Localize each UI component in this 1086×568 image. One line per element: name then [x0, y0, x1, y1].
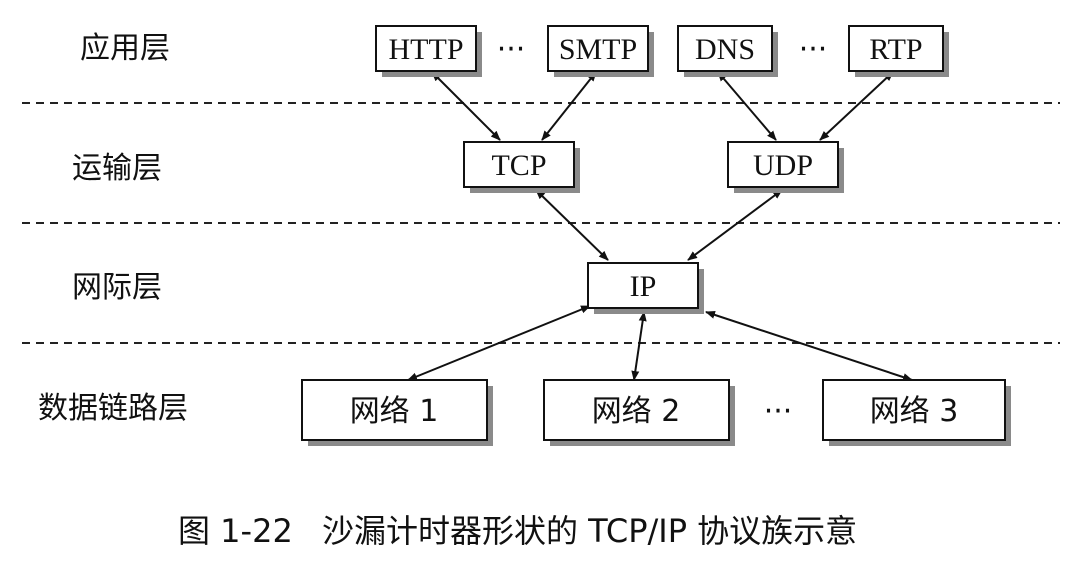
arrow-smtp-tcp [541, 71, 597, 141]
box-http-label: HTTP [389, 33, 464, 66]
layer-label-transport: 运输层 [72, 151, 162, 186]
box-ip: IP [587, 262, 704, 314]
box-network-1: 网络 1 [301, 379, 493, 446]
box-smtp-label: SMTP [559, 33, 637, 66]
box-rtp: RTP [848, 25, 949, 77]
arrow-tcp-ip [535, 189, 609, 261]
box-dns-label: DNS [695, 33, 755, 66]
box-tcp: TCP [463, 141, 580, 193]
box-tcp-label: TCP [491, 149, 546, 182]
protocol-arrows [407, 71, 913, 381]
layer-label-application: 应用层 [80, 31, 170, 66]
box-network-2-label: 网络 2 [592, 394, 681, 429]
box-smtp: SMTP [547, 25, 654, 77]
box-dns: DNS [677, 25, 778, 77]
box-rtp-label: RTP [869, 33, 922, 66]
box-network-3-label: 网络 3 [870, 394, 959, 429]
arrow-ip-net1 [407, 305, 591, 381]
arrow-dns-udp [717, 71, 777, 141]
figure-number: 图 1-22 [178, 512, 293, 550]
box-udp-label: UDP [753, 149, 813, 182]
figure-title: 沙漏计时器形状的 TCP/IP 协议族示意 [322, 512, 857, 550]
arrow-ip-net2 [631, 311, 647, 381]
arrow-http-tcp [431, 71, 501, 141]
box-network-2: 网络 2 [543, 379, 735, 446]
application-ellipsis-1: ··· [497, 32, 526, 67]
box-udp: UDP [727, 141, 844, 193]
arrow-rtp-udp [819, 71, 894, 141]
box-http: HTTP [375, 25, 482, 77]
box-ip-label: IP [630, 270, 657, 303]
layer-label-internet: 网际层 [72, 270, 162, 305]
network-ellipsis: ··· [764, 394, 793, 429]
arrow-ip-net3 [705, 311, 913, 381]
box-network-1-label: 网络 1 [350, 394, 439, 429]
arrow-udp-ip [687, 189, 783, 261]
box-network-3: 网络 3 [822, 379, 1011, 446]
layer-label-link: 数据链路层 [38, 391, 188, 426]
application-ellipsis-2: ··· [799, 32, 828, 67]
